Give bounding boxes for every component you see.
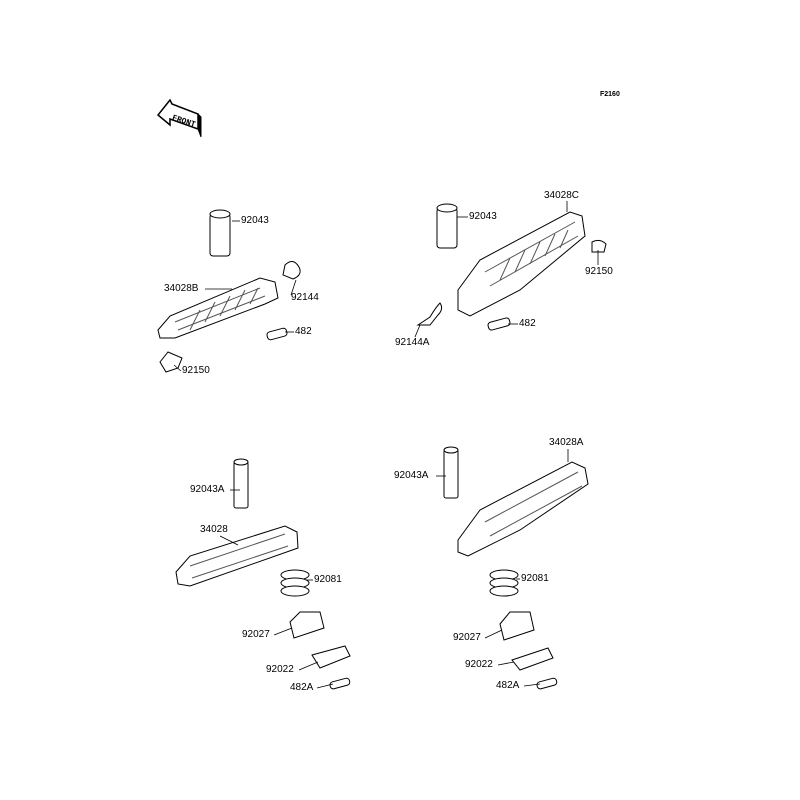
part-label: 92022 [465, 659, 493, 670]
part-label: 92144 [291, 292, 319, 303]
part-label: 92022 [266, 664, 294, 675]
part-label: 92144A [395, 337, 430, 348]
part-label: 34028C [544, 190, 580, 201]
part-label: 34028B [164, 283, 199, 294]
footpeg-34028 [175, 458, 351, 690]
front-arrow-icon: FRONT [156, 98, 202, 138]
part-label: 92150 [182, 365, 210, 376]
part-label: 92043A [190, 484, 225, 495]
footpeg-34028A [443, 446, 589, 690]
part-label: 482A [290, 682, 314, 693]
part-label: 92043 [469, 211, 497, 222]
part-label: 92027 [453, 632, 481, 643]
leader-lines [173, 201, 599, 689]
part-label: 92043A [394, 470, 429, 481]
part-label: 92081 [314, 574, 342, 585]
part-label: 482 [295, 326, 312, 337]
part-label: 34028A [549, 437, 584, 448]
part-label: 482A [496, 680, 520, 691]
footpeg-34028B [157, 209, 301, 373]
part-label: 482 [519, 318, 536, 329]
part-label: 92043 [241, 215, 269, 226]
part-label: 34028 [200, 524, 228, 535]
part-label: 92150 [585, 266, 613, 277]
part-label: 92081 [521, 573, 549, 584]
part-label: 92027 [242, 629, 270, 640]
footpeg-34028C [416, 203, 607, 331]
diagram-code: F2160 [600, 91, 620, 98]
